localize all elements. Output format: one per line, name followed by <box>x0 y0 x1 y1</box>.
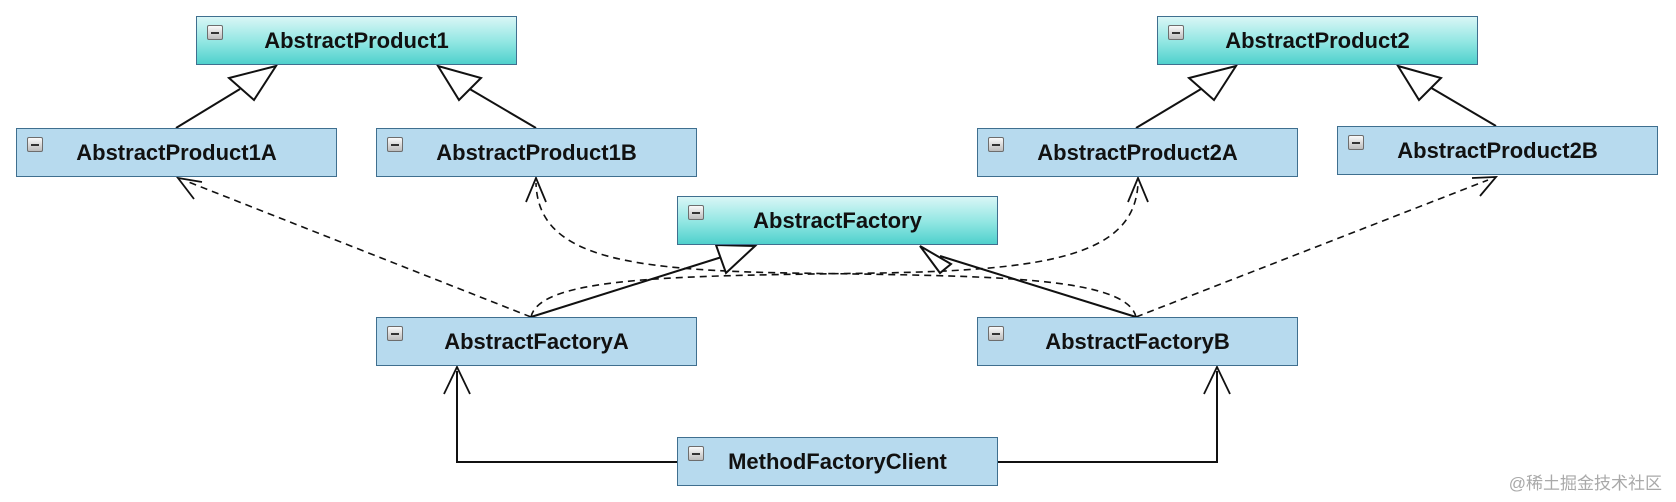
association-head-factorya <box>443 364 471 395</box>
dependency-factorya-to-product2a <box>530 182 1139 318</box>
generalization-product1b-to-product1 <box>467 87 537 129</box>
class-name: AbstractProduct2A <box>1037 139 1238 165</box>
dependency-head-product2a <box>1127 175 1149 203</box>
class-abstract-product1a[interactable]: AbstractProduct1A <box>16 128 337 177</box>
generalization-product2a-to-product2 <box>1135 88 1202 129</box>
association-head-factoryb <box>1203 364 1231 395</box>
dependency-head-product1a <box>175 176 203 200</box>
generalization-head-product1-left <box>226 64 279 102</box>
class-name: AbstractFactoryB <box>1045 328 1230 354</box>
generalization-product1a-to-product1 <box>175 88 241 129</box>
collapse-icon[interactable] <box>688 205 704 220</box>
collapse-icon[interactable] <box>688 446 704 461</box>
generalization-head-product2-left <box>1186 64 1239 102</box>
class-abstract-factory[interactable]: AbstractFactory <box>677 196 998 245</box>
collapse-icon[interactable] <box>207 25 223 40</box>
dependency-head-product1b <box>525 175 547 203</box>
class-name: MethodFactoryClient <box>728 448 947 474</box>
class-abstract-product2[interactable]: AbstractProduct2 <box>1157 16 1478 65</box>
dependency-factorya-to-product1a <box>185 180 532 318</box>
class-name: AbstractProduct1B <box>436 139 637 165</box>
class-name: AbstractFactoryA <box>444 328 629 354</box>
collapse-icon[interactable] <box>988 326 1004 341</box>
generalization-product2b-to-product2 <box>1427 85 1497 127</box>
class-name: AbstractProduct1 <box>264 27 449 53</box>
class-name: AbstractProduct2 <box>1225 27 1410 53</box>
class-abstract-product2b[interactable]: AbstractProduct2B <box>1337 126 1658 175</box>
generalization-head-product2-right <box>1395 64 1443 102</box>
class-name: AbstractProduct2B <box>1397 137 1598 163</box>
dependency-head-product2b <box>1471 176 1499 197</box>
collapse-icon[interactable] <box>27 137 43 152</box>
generalization-factorya-to-factory <box>530 255 726 318</box>
watermark: @稀土掘金技术社区 <box>1508 474 1662 493</box>
class-method-factory-client[interactable]: MethodFactoryClient <box>677 437 998 486</box>
class-abstract-product1[interactable]: AbstractProduct1 <box>196 16 517 65</box>
generalization-head-product1-right <box>435 64 483 102</box>
class-abstract-product1b[interactable]: AbstractProduct1B <box>376 128 697 177</box>
class-name: AbstractProduct1A <box>76 139 277 165</box>
class-abstract-factory-a[interactable]: AbstractFactoryA <box>376 317 697 366</box>
generalization-head-factory-left <box>714 243 758 275</box>
collapse-icon[interactable] <box>988 137 1004 152</box>
class-name: AbstractFactory <box>753 207 922 233</box>
collapse-icon[interactable] <box>387 326 403 341</box>
dependency-factoryb-to-product1b <box>535 182 1137 318</box>
collapse-icon[interactable] <box>1348 135 1364 150</box>
class-abstract-factory-b[interactable]: AbstractFactoryB <box>977 317 1298 366</box>
class-abstract-product2a[interactable]: AbstractProduct2A <box>977 128 1298 177</box>
generalization-factoryb-to-factory <box>939 255 1137 318</box>
dependency-factoryb-to-product2b <box>1135 179 1489 318</box>
association-client-to-factoryb <box>996 371 1218 463</box>
association-client-to-factorya <box>456 371 678 463</box>
collapse-icon[interactable] <box>1168 25 1184 40</box>
collapse-icon[interactable] <box>387 137 403 152</box>
generalization-head-factory-right <box>919 245 953 275</box>
